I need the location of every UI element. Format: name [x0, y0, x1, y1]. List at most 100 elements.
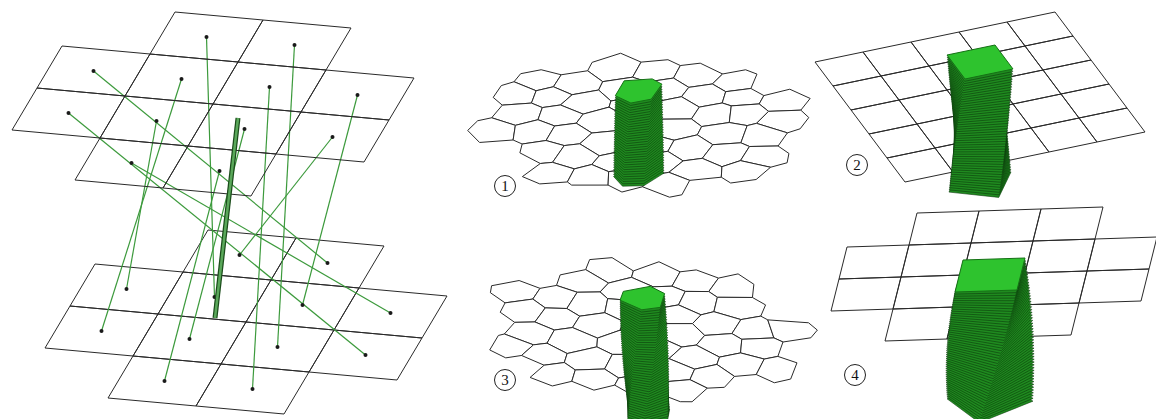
- grid-cell: [1061, 84, 1127, 118]
- callout-number: 2: [846, 154, 868, 176]
- grid-cell: [309, 330, 422, 380]
- mesh-cell: [741, 123, 788, 146]
- panel-voronoi-b: [490, 258, 818, 419]
- cell-dot: [180, 77, 184, 81]
- grid-cell: [183, 230, 296, 280]
- mesh-cell: [709, 274, 754, 298]
- grid-cell: [276, 112, 389, 162]
- panel-grid-b: [831, 207, 1156, 419]
- grid-cell: [1007, 12, 1073, 46]
- callout-number: 1: [494, 175, 516, 197]
- upper-grid: [12, 12, 414, 196]
- twisted-prism: [614, 79, 664, 186]
- grid-cell: [863, 42, 929, 76]
- mesh-cell: [721, 161, 770, 183]
- grid-cell: [108, 356, 221, 406]
- cell-dot: [276, 345, 280, 349]
- grid-cell: [1033, 207, 1103, 241]
- grid-cell: [851, 100, 917, 134]
- grid-cell: [885, 307, 955, 341]
- grid-cell: [839, 245, 909, 279]
- cell-dot: [243, 127, 247, 131]
- cell-dot: [205, 35, 209, 39]
- grid-cell: [238, 20, 351, 70]
- callout-number: 4: [844, 364, 866, 386]
- grid-cell: [1079, 269, 1149, 303]
- grid-cell: [163, 146, 276, 196]
- grid-cell: [887, 148, 953, 182]
- twisted-prism: [620, 286, 670, 419]
- link-line: [165, 171, 220, 381]
- mesh-cell: [468, 118, 516, 143]
- cell-dot: [125, 287, 129, 291]
- grid-cell: [881, 66, 947, 100]
- grid-cell: [1043, 60, 1109, 94]
- cell-dot: [100, 329, 104, 333]
- panel-voronoi-a: [468, 53, 810, 197]
- grid-cell: [246, 280, 359, 330]
- mesh-cell: [530, 363, 575, 386]
- prism-slice: [955, 258, 1025, 292]
- link-line: [94, 71, 328, 263]
- grid-cell: [869, 124, 935, 158]
- grid-cell: [125, 54, 238, 104]
- mesh-cell: [564, 347, 612, 370]
- mesh-cell: [572, 369, 619, 390]
- grid-cell: [909, 211, 979, 245]
- cell-dot: [356, 93, 360, 97]
- grid-cell: [1025, 239, 1095, 273]
- cell-dot: [238, 253, 242, 257]
- mesh-cell: [756, 356, 797, 382]
- grid-cell: [1025, 36, 1091, 70]
- cell-dot: [326, 261, 330, 265]
- cell-dot: [218, 169, 222, 173]
- grid-cell: [75, 138, 188, 188]
- mesh-cell: [493, 82, 536, 105]
- cell-dot: [163, 379, 167, 383]
- link-line: [303, 95, 358, 305]
- cell-dot: [389, 311, 393, 315]
- links: [69, 37, 391, 389]
- grid-cell: [833, 76, 899, 110]
- grid-cell: [1079, 108, 1145, 142]
- grid-cell: [70, 264, 183, 314]
- mesh-cell: [522, 162, 574, 184]
- grid-cell: [1013, 94, 1079, 128]
- panel-grid-a: [815, 12, 1145, 197]
- link-line: [132, 163, 391, 313]
- cell-dot: [155, 119, 159, 123]
- link-line: [69, 113, 366, 355]
- grid-cell: [45, 306, 158, 356]
- grid-cell: [150, 12, 263, 62]
- cell-dot: [67, 111, 71, 115]
- grid-cell: [196, 364, 309, 414]
- grid-cell: [37, 46, 150, 96]
- cell-dot: [251, 387, 255, 391]
- layer-stack: [12, 12, 447, 414]
- link-line: [102, 79, 182, 331]
- cell-dot: [364, 353, 368, 357]
- prism-slice: [615, 79, 662, 103]
- cell-dot: [188, 337, 192, 341]
- mesh-cell: [722, 88, 764, 105]
- twisted-prism: [947, 45, 1013, 197]
- grid-cell: [221, 322, 334, 372]
- grid-cell: [301, 70, 414, 120]
- highlight-link-outline: [215, 118, 238, 318]
- prism-slice: [620, 286, 665, 309]
- twisted-prism: [946, 258, 1034, 419]
- grid-cell: [12, 88, 125, 138]
- highlight-link: [215, 118, 238, 318]
- grid-cell: [1087, 237, 1156, 271]
- grid-cell: [334, 288, 447, 338]
- link-line: [127, 121, 157, 289]
- grid-cell: [1031, 118, 1097, 152]
- grid-cell: [188, 104, 301, 154]
- callout-number: 3: [494, 369, 516, 391]
- cell-dot: [268, 85, 272, 89]
- cell-dot: [293, 43, 297, 47]
- grid-cell: [100, 96, 213, 146]
- cell-dot: [301, 303, 305, 307]
